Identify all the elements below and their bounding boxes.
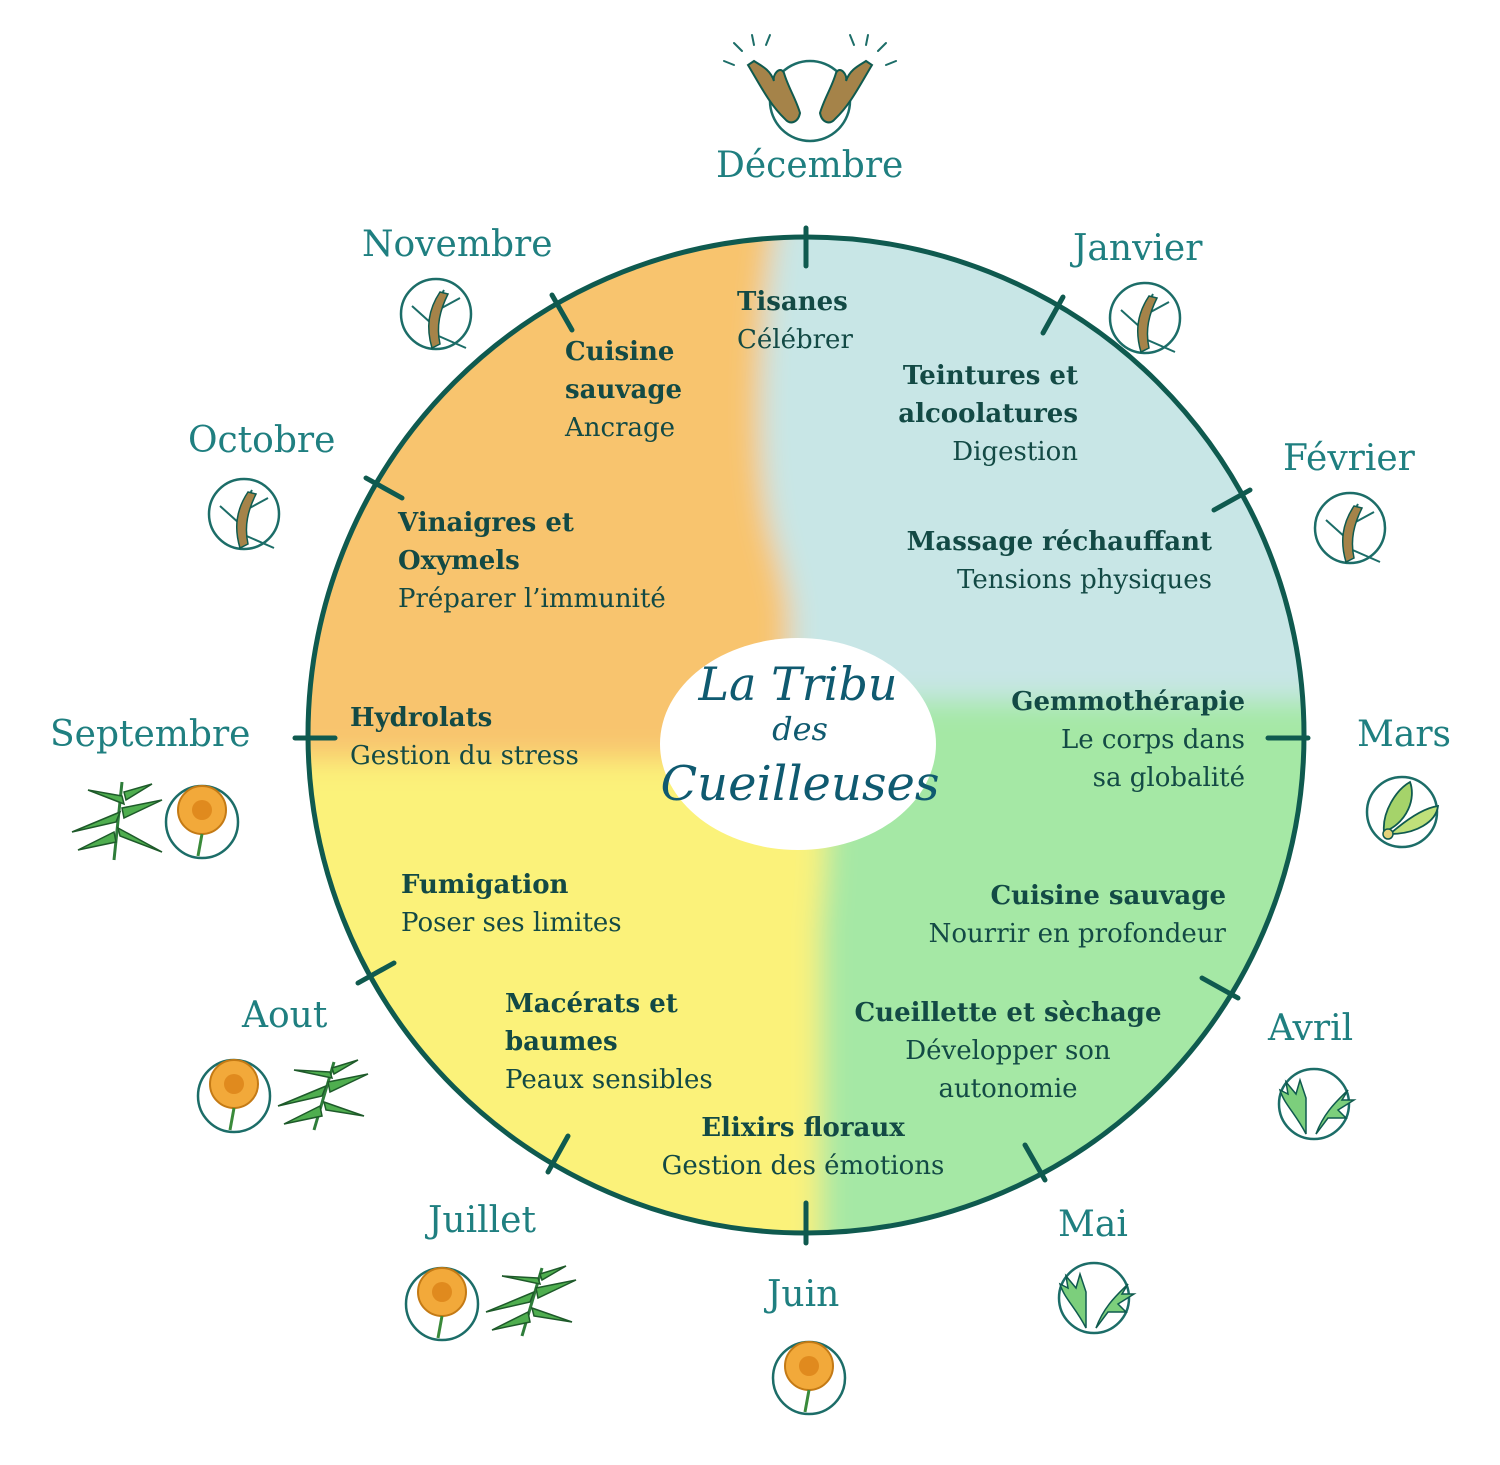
month-octobre: Octobre — [188, 420, 336, 461]
activity-cuisine-sauvage-automne: Cuisine sauvage Ancrage — [565, 333, 682, 447]
activity-subtitle: Nourrir en profondeur — [928, 919, 1226, 949]
activity-gemmotherapie: Gemmothérapie Le corps dans sa globalité — [965, 683, 1245, 797]
activity-subtitle: Poser ses limites — [401, 908, 622, 938]
leaf-sprig-icon-juillet — [485, 1265, 577, 1337]
activity-subtitle: Tensions physiques — [957, 565, 1212, 595]
activity-title-line-2: alcoolatures — [898, 399, 1078, 429]
activity-vinaigres: Vinaigres et Oxymels Préparer l’immunité — [398, 504, 666, 618]
calendula-icon-aout — [196, 1058, 272, 1134]
activity-subtitle: Gestion du stress — [350, 741, 579, 771]
logo-wordmark: La Tribu des Cueilleuses — [660, 657, 939, 812]
root-icon-novembre — [399, 277, 473, 351]
calendula-icon-juin — [771, 1340, 847, 1416]
activity-title: Cueillette et sèchage — [854, 998, 1162, 1028]
activity-tisanes: Tisanes Célébrer — [737, 283, 853, 359]
activity-title: Cuisine sauvage — [990, 881, 1226, 911]
activity-title-line-1: Macérats et — [505, 989, 678, 1019]
tick-mai — [1022, 1142, 1048, 1183]
activity-cueillette: Cueillette et sèchage Développer son aut… — [838, 994, 1178, 1108]
activity-title: Massage réchauffant — [906, 527, 1212, 557]
activity-macerats: Macérats et baumes Peaux sensibles — [505, 985, 713, 1099]
activity-subtitle: Ancrage — [565, 413, 676, 443]
dandelion-icon-avril — [1277, 1067, 1357, 1141]
month-novembre: Novembre — [362, 224, 553, 265]
calendula-icon-juillet — [404, 1266, 480, 1342]
logo-line-3: Cueilleuses — [660, 756, 939, 812]
activity-subtitle-line-1: Développer son — [905, 1036, 1111, 1066]
month-aout: Aout — [242, 995, 328, 1036]
leaf-sprig-icon-septembre — [71, 781, 163, 861]
month-juin: Juin — [767, 1274, 840, 1315]
activity-subtitle: Célébrer — [737, 325, 853, 355]
tick-octobre — [363, 475, 405, 501]
activity-elixirs: Elixirs floraux Gestion des émotions — [628, 1109, 978, 1185]
season-quadrants — [308, 237, 1304, 1233]
logo-line-2: des — [772, 710, 828, 748]
tick-aout — [355, 960, 397, 986]
activity-subtitle-line-1: Le corps dans — [1060, 725, 1245, 755]
root-icon-fevrier — [1313, 491, 1387, 565]
dandelion-icon-mai — [1057, 1261, 1137, 1335]
activity-title-line-2: sauvage — [565, 375, 683, 405]
activity-massage: Massage réchauffant Tensions physiques — [852, 523, 1212, 599]
tick-janvier — [1040, 294, 1066, 336]
activity-subtitle: Préparer l’immunité — [398, 584, 666, 614]
tick-juillet — [545, 1133, 571, 1175]
month-juillet: Juillet — [428, 1200, 536, 1241]
activity-title: Fumigation — [401, 870, 569, 900]
activity-title-line-1: Vinaigres et — [398, 508, 574, 538]
root-icon-octobre — [207, 477, 281, 551]
activity-cuisine-sauvage-printemps: Cuisine sauvage Nourrir en profondeur — [886, 877, 1226, 953]
root-icon-janvier — [1108, 281, 1182, 355]
month-avril: Avril — [1268, 1008, 1354, 1049]
activity-subtitle-line-2: sa globalité — [1092, 763, 1245, 793]
tick-avril — [1199, 975, 1241, 1001]
calendula-icon-septembre — [164, 784, 240, 860]
tick-novembre — [549, 292, 575, 333]
activity-subtitle-line-2: autonomie — [938, 1074, 1078, 1104]
leaf-sprig-icon-aout — [277, 1059, 369, 1131]
activity-title: Hydrolats — [350, 703, 493, 733]
month-mars: Mars — [1357, 714, 1452, 755]
activity-fumigation: Fumigation Poser ses limites — [401, 866, 622, 942]
activity-title-line-1: Teintures et — [902, 361, 1078, 391]
activity-teintures: Teintures et alcoolatures Digestion — [828, 357, 1078, 471]
tick-fevrier — [1211, 487, 1253, 513]
activity-title: Gemmothérapie — [1011, 687, 1245, 717]
activity-title: Tisanes — [737, 287, 848, 317]
activity-title: Elixirs floraux — [701, 1113, 905, 1143]
logo-center — [660, 638, 936, 850]
hands-icon — [723, 34, 897, 143]
month-mai: Mai — [1058, 1204, 1128, 1245]
activity-title-line-2: baumes — [505, 1027, 618, 1057]
month-ticks — [292, 225, 1311, 1246]
activity-title-line-1: Cuisine — [565, 337, 675, 367]
month-decembre: Décembre — [716, 145, 904, 186]
month-janvier: Janvier — [1073, 228, 1203, 269]
month-septembre: Septembre — [50, 714, 251, 755]
activity-subtitle: Peaux sensibles — [505, 1065, 713, 1095]
activity-subtitle: Gestion des émotions — [661, 1151, 945, 1181]
bud-icon-mars — [1365, 775, 1440, 849]
logo-line-1: La Tribu — [697, 657, 897, 711]
activity-title-line-2: Oxymels — [398, 546, 520, 576]
month-fevrier: Février — [1283, 438, 1415, 479]
activity-hydrolats: Hydrolats Gestion du stress — [350, 699, 579, 775]
activity-subtitle: Digestion — [952, 437, 1078, 467]
